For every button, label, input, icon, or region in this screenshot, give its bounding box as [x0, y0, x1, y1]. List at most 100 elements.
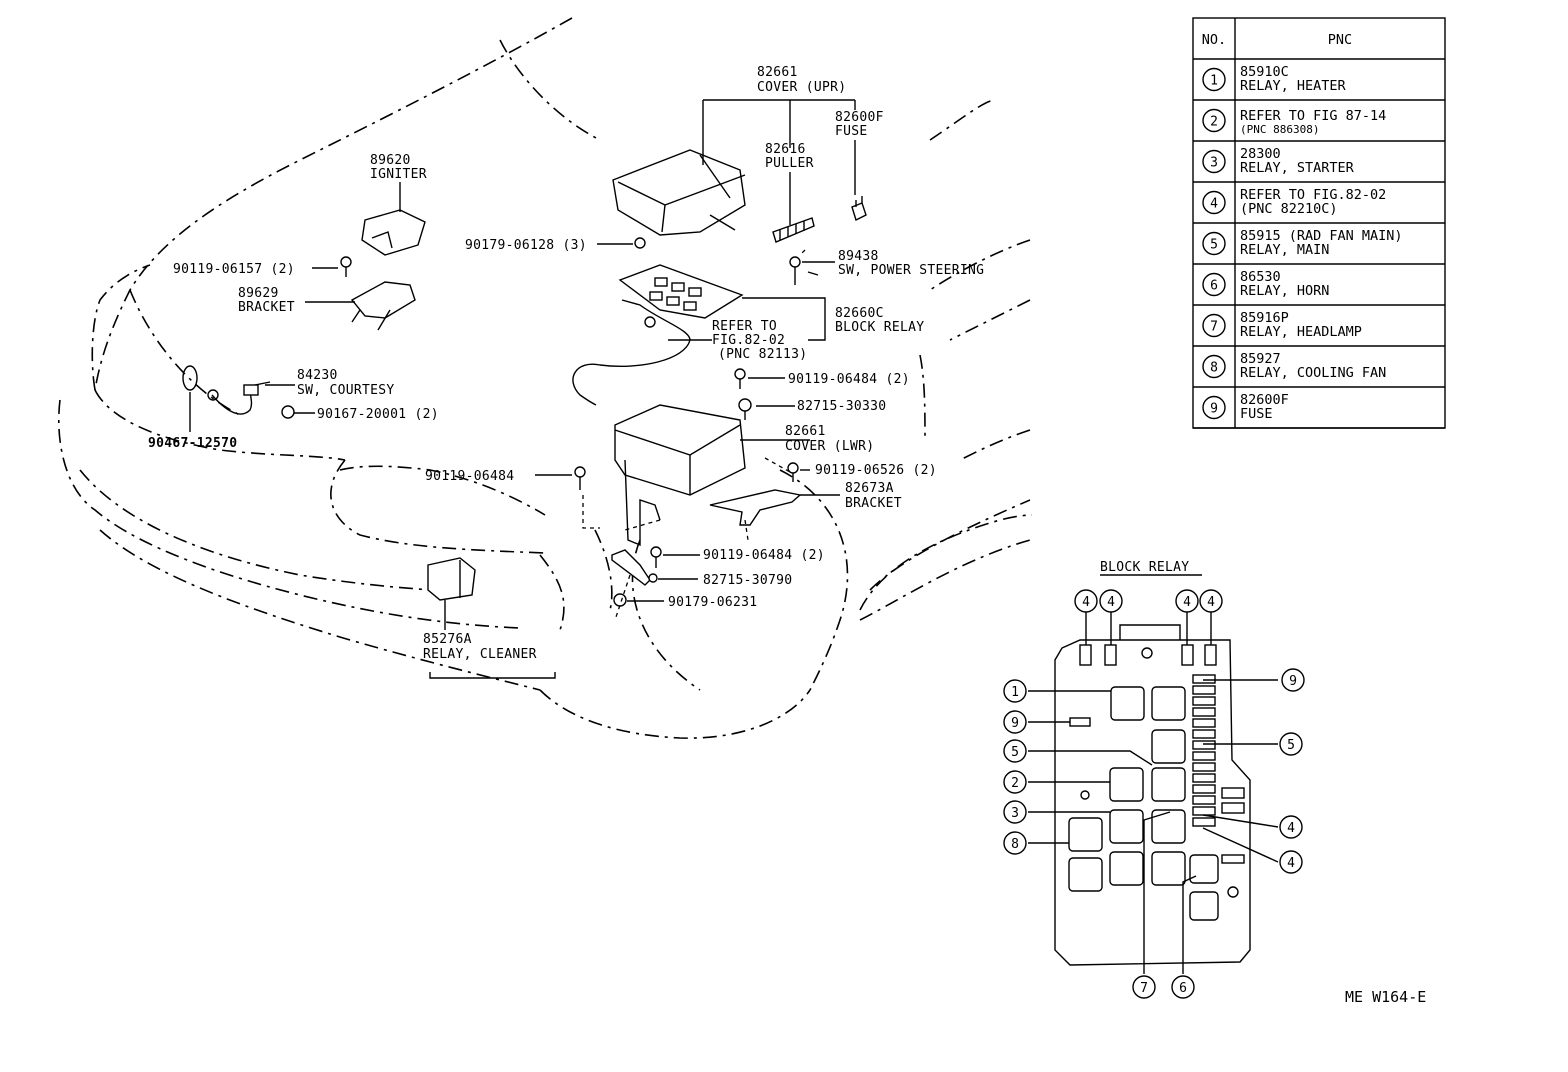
- relay-cleaner-part: [427, 557, 476, 601]
- row-number: 1: [1210, 74, 1218, 89]
- row-number: 4: [1210, 197, 1218, 212]
- callout-number: 5: [1287, 738, 1295, 753]
- row-pnc-line1: REFER TO FIG 87-14: [1240, 108, 1386, 124]
- leader-lines: [189, 99, 856, 679]
- label-bolt-06484-a: 90119-06484 (2): [788, 372, 910, 387]
- row-pnc-line2: RELAY, HORN: [1240, 283, 1329, 299]
- label-grommet-12570: 90467-12570: [148, 436, 237, 451]
- fuse-slot: [1192, 784, 1216, 794]
- label-puller-pn: 82616: [765, 142, 806, 157]
- fuse-stack: [1192, 674, 1216, 827]
- label-cover-upr-pn: 82661: [757, 65, 798, 80]
- row-number-circle: [1202, 67, 1226, 92]
- row-number-circle: [1202, 231, 1226, 256]
- part-labels: 82661 COVER (UPR) 82600F FUSE 82616 PULL…: [148, 65, 984, 662]
- fuse-slot: [1192, 685, 1216, 695]
- label-nut-06231: 90179-06231: [668, 595, 757, 610]
- row-number-circle: [1202, 190, 1226, 215]
- callout-circle: [1175, 589, 1199, 613]
- block-relay-layout: BLOCK RELAY: [1003, 560, 1305, 999]
- fuse-slot: [1192, 773, 1216, 783]
- label-sw-ps-pn: 89438: [838, 249, 879, 264]
- fasteners: [281, 237, 801, 607]
- fuse-slot: [1192, 707, 1216, 717]
- callout-circle: [1171, 975, 1195, 999]
- row-pnc-line1: 86530: [1240, 269, 1281, 285]
- row-number: 7: [1210, 320, 1218, 335]
- callout-circle: [1074, 589, 1098, 613]
- callout-circle: [1099, 589, 1123, 613]
- callout-number: 9: [1011, 716, 1019, 731]
- row-pnc-line2: RELAY, HEADLAMP: [1240, 324, 1362, 340]
- callout-circle: [1279, 815, 1303, 839]
- fuse-slot: [1192, 795, 1216, 805]
- row-number: 5: [1210, 238, 1218, 253]
- label-sw-courtesy-pn: 84230: [297, 368, 338, 383]
- fuse-slot: [1192, 696, 1216, 706]
- label-bracket-name: BRACKET: [238, 300, 295, 315]
- row-pnc-line1: 85916P: [1240, 310, 1289, 326]
- row-pnc-line1: 28300: [1240, 146, 1281, 162]
- row-number: 9: [1210, 402, 1218, 417]
- callout-circle: [1279, 850, 1303, 874]
- row-number: 6: [1210, 279, 1218, 294]
- callout-number: 5: [1011, 745, 1019, 760]
- callout-circle: [1003, 831, 1027, 855]
- callout-circle: [1003, 710, 1027, 734]
- label-bracket-82673a-name: BRACKET: [845, 496, 902, 511]
- row-pnc-line2: (PNC 82210C): [1240, 201, 1338, 217]
- row-number: 2: [1210, 115, 1218, 130]
- callout-number: 4: [1287, 856, 1295, 871]
- fuse-part: [851, 196, 867, 221]
- figure-code: ME W164-E: [1345, 988, 1426, 1006]
- label-cover-lwr-pn: 82661: [785, 424, 826, 439]
- row-pnc-line2: (PNC 886308): [1240, 123, 1319, 136]
- callout-circle: [1003, 800, 1027, 824]
- callout-number: 6: [1179, 981, 1187, 996]
- label-bolt-06484-c: 90119-06484 (2): [703, 548, 825, 563]
- row-number-circle: [1202, 395, 1226, 420]
- callout-circle: [1003, 739, 1027, 763]
- cover-upper-part: [612, 149, 746, 236]
- callout-number: 9: [1289, 674, 1297, 689]
- label-bracket-82673a-pn: 82673A: [845, 481, 894, 496]
- label-block-relay-pn: 82660C: [835, 306, 884, 321]
- label-cover-upr-name: COVER (UPR): [757, 80, 846, 95]
- label-igniter-pn: 89620: [370, 153, 411, 168]
- label-relay-cleaner-pn: 85276A: [423, 632, 472, 647]
- callout-circle: [1003, 679, 1027, 703]
- callout-number: 4: [1082, 595, 1090, 610]
- label-clip-30330: 82715-30330: [797, 399, 886, 414]
- block-relay-title: BLOCK RELAY: [1100, 560, 1189, 575]
- label-block-relay-name: BLOCK RELAY: [835, 320, 924, 335]
- block-relay-part: [572, 264, 744, 406]
- row-pnc-line1: 85915 (RAD FAN MAIN): [1240, 228, 1403, 244]
- label-sw-courtesy-name: SW, COURTESY: [297, 383, 395, 398]
- label-bolt-06484-b: 90119-06484: [425, 469, 514, 484]
- callout-circle: [1199, 589, 1223, 613]
- callout-number: 1: [1011, 685, 1019, 700]
- callout-circle: [1281, 668, 1305, 692]
- callout-number: 2: [1011, 776, 1019, 791]
- label-igniter-name: IGNITER: [370, 167, 427, 182]
- row-number-circle: [1202, 149, 1226, 174]
- fuse-slot: [1192, 751, 1216, 761]
- row-number-circle: [1202, 108, 1226, 133]
- callout-number: 4: [1287, 821, 1295, 836]
- row-pnc-line1: 85927: [1240, 351, 1281, 367]
- row-pnc-line1: 85910C: [1240, 64, 1289, 80]
- row-number: 8: [1210, 361, 1218, 376]
- callout-number: 3: [1011, 806, 1019, 821]
- fuse-slot: [1192, 718, 1216, 728]
- row-pnc-line2: FUSE: [1240, 406, 1273, 422]
- callout-circle: [1279, 732, 1303, 756]
- label-puller-name: PULLER: [765, 156, 814, 171]
- callout-circle: [1003, 770, 1027, 794]
- row-pnc-line1: 82600F: [1240, 392, 1289, 408]
- row-number: 3: [1210, 156, 1218, 171]
- label-screw-20001: 90167-20001 (2): [317, 407, 439, 422]
- fuse-slot: [1192, 740, 1216, 750]
